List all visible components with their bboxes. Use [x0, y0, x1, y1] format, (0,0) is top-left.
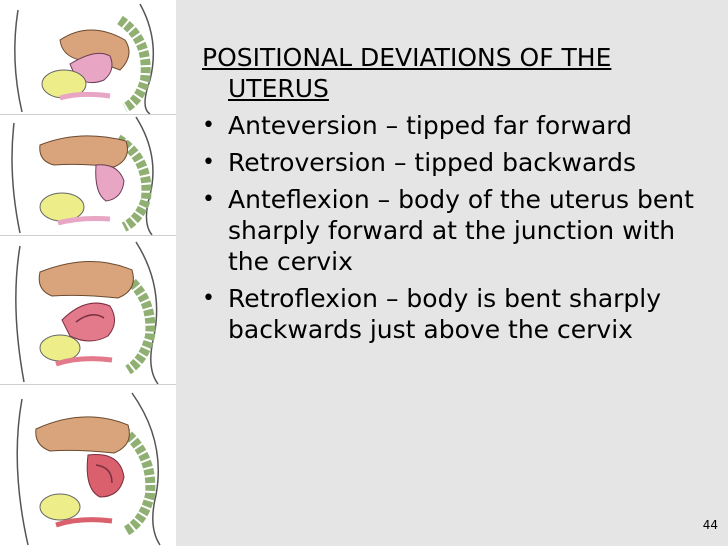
list-item: • Retroflexion – body is bent sharply ba… — [196, 283, 724, 345]
retroflexion-diagram — [0, 385, 176, 546]
list-item: • Anteversion – tipped far forward — [196, 110, 724, 141]
bullet-icon: • — [202, 286, 215, 311]
title-line-1: POSITIONAL DEVIATIONS OF THE — [202, 43, 612, 72]
bullet-icon: • — [202, 113, 215, 138]
bullet-text: Retroflexion – body is bent sharply back… — [228, 284, 662, 344]
slide-title: POSITIONAL DEVIATIONS OF THE UTERUS — [196, 42, 724, 104]
illustration-strip — [0, 0, 176, 546]
list-item: • Anteflexion – body of the uterus bent … — [196, 184, 724, 277]
bullet-icon: • — [202, 150, 215, 175]
slide-number: 44 — [702, 518, 718, 532]
title-line-2: UTERUS — [228, 74, 329, 103]
slide-content: POSITIONAL DEVIATIONS OF THE UTERUS • An… — [196, 42, 724, 351]
bullet-list: • Anteversion – tipped far forward • Ret… — [196, 110, 724, 345]
bullet-icon: • — [202, 187, 215, 212]
list-item: • Retroversion – tipped backwards — [196, 147, 724, 178]
retroversion-diagram — [0, 115, 176, 236]
anteversion-diagram — [0, 0, 176, 115]
bullet-text: Retroversion – tipped backwards — [228, 148, 637, 177]
anteflexion-diagram — [0, 236, 176, 385]
bullet-text: Anteflexion – body of the uterus bent sh… — [228, 185, 694, 276]
bullet-text: Anteversion – tipped far forward — [228, 111, 632, 140]
